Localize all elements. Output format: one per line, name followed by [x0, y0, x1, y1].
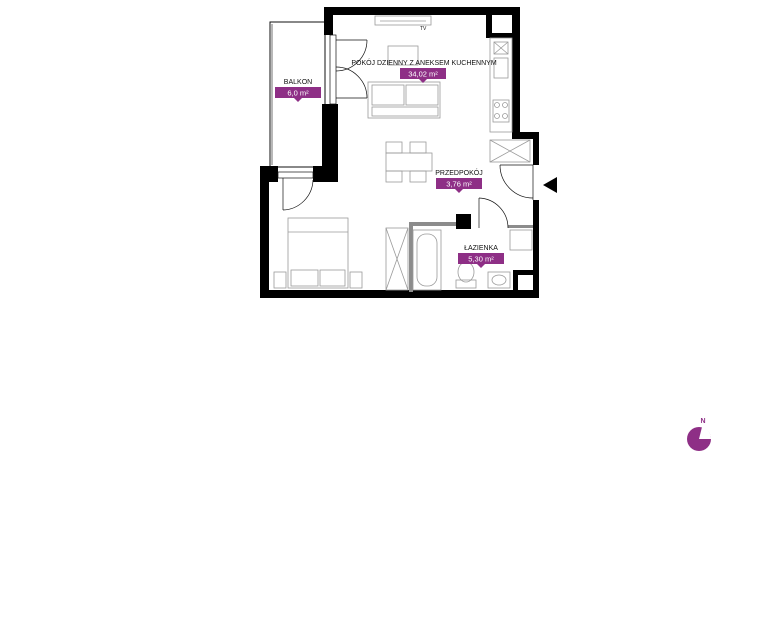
wall-left-lower [322, 104, 338, 182]
fridge [489, 139, 531, 163]
wall-bedroom-top-left [260, 166, 278, 182]
tv-unit [374, 15, 432, 26]
tv-label: TV [420, 26, 427, 32]
column-top-right-bottom [486, 33, 519, 38]
balcony [269, 21, 326, 168]
pillar-hall [456, 214, 471, 229]
room-name: PRZEDPOKÓJ [435, 168, 482, 177]
walls [260, 7, 539, 298]
area-badge [275, 87, 321, 102]
partitions [409, 222, 533, 292]
room-name: BALKON [284, 79, 312, 86]
sofa [367, 81, 441, 119]
room-name: POKÓJ DZIENNY Z ANEKSEM KUCHENNYM [351, 58, 497, 67]
room-area: 6,0 m² [287, 89, 309, 98]
room-label-balcony: BALKON 6,0 m² [275, 79, 321, 102]
column-top-right [486, 7, 519, 13]
washing-machine [509, 229, 533, 251]
room-area: 3,76 m² [446, 180, 472, 189]
column-bottom-right-side [513, 270, 518, 296]
dining-table [385, 152, 433, 172]
column-top-right-side [486, 7, 492, 38]
coffee-table [387, 45, 419, 66]
bedroom-door [277, 171, 314, 211]
wall-bedroom-top-right [313, 166, 338, 182]
partition-hall-top [409, 222, 456, 226]
wall-right-mid [533, 132, 539, 165]
sink [487, 271, 511, 289]
kitchen-counter [489, 37, 513, 133]
compass-label: N [700, 418, 705, 425]
compass: N [687, 418, 712, 451]
bed [287, 217, 349, 289]
compass-needle [699, 427, 712, 439]
area-badge [436, 178, 482, 193]
entrance-arrow-icon [543, 177, 557, 193]
balcony-outline [269, 21, 326, 168]
room-area: 5,30 m² [468, 255, 494, 264]
room-label-living: POKÓJ DZIENNY Z ANEKSEM KUCHENNYM 34,02 … [351, 58, 497, 83]
bathtub [412, 229, 442, 291]
area-badge [458, 253, 504, 268]
wall-left-upper [324, 7, 333, 35]
wall-bedroom-left [260, 166, 269, 298]
room-name: ŁAZIENKA [464, 245, 498, 252]
wall-bottom [260, 290, 539, 298]
area-badge [400, 68, 446, 83]
bathroom-door [478, 197, 509, 229]
wardrobe [385, 227, 409, 291]
room-area: 34,02 m² [408, 70, 438, 79]
wall-step [512, 132, 539, 139]
entrance-door [499, 164, 534, 200]
partition-bath-left [409, 222, 413, 292]
room-label-bath: ŁAZIENKA 5,30 m² [458, 245, 504, 268]
toilet [455, 279, 477, 289]
wall-top [324, 7, 519, 15]
balcony-door [329, 34, 368, 105]
column-bottom-right [513, 270, 539, 275]
room-label-hall: PRZEDPOKÓJ 3,76 m² [435, 168, 483, 193]
furniture [273, 15, 533, 291]
partition-bath-right [508, 225, 533, 228]
wall-right-lower [533, 200, 539, 298]
wall-right-upper [512, 7, 520, 137]
